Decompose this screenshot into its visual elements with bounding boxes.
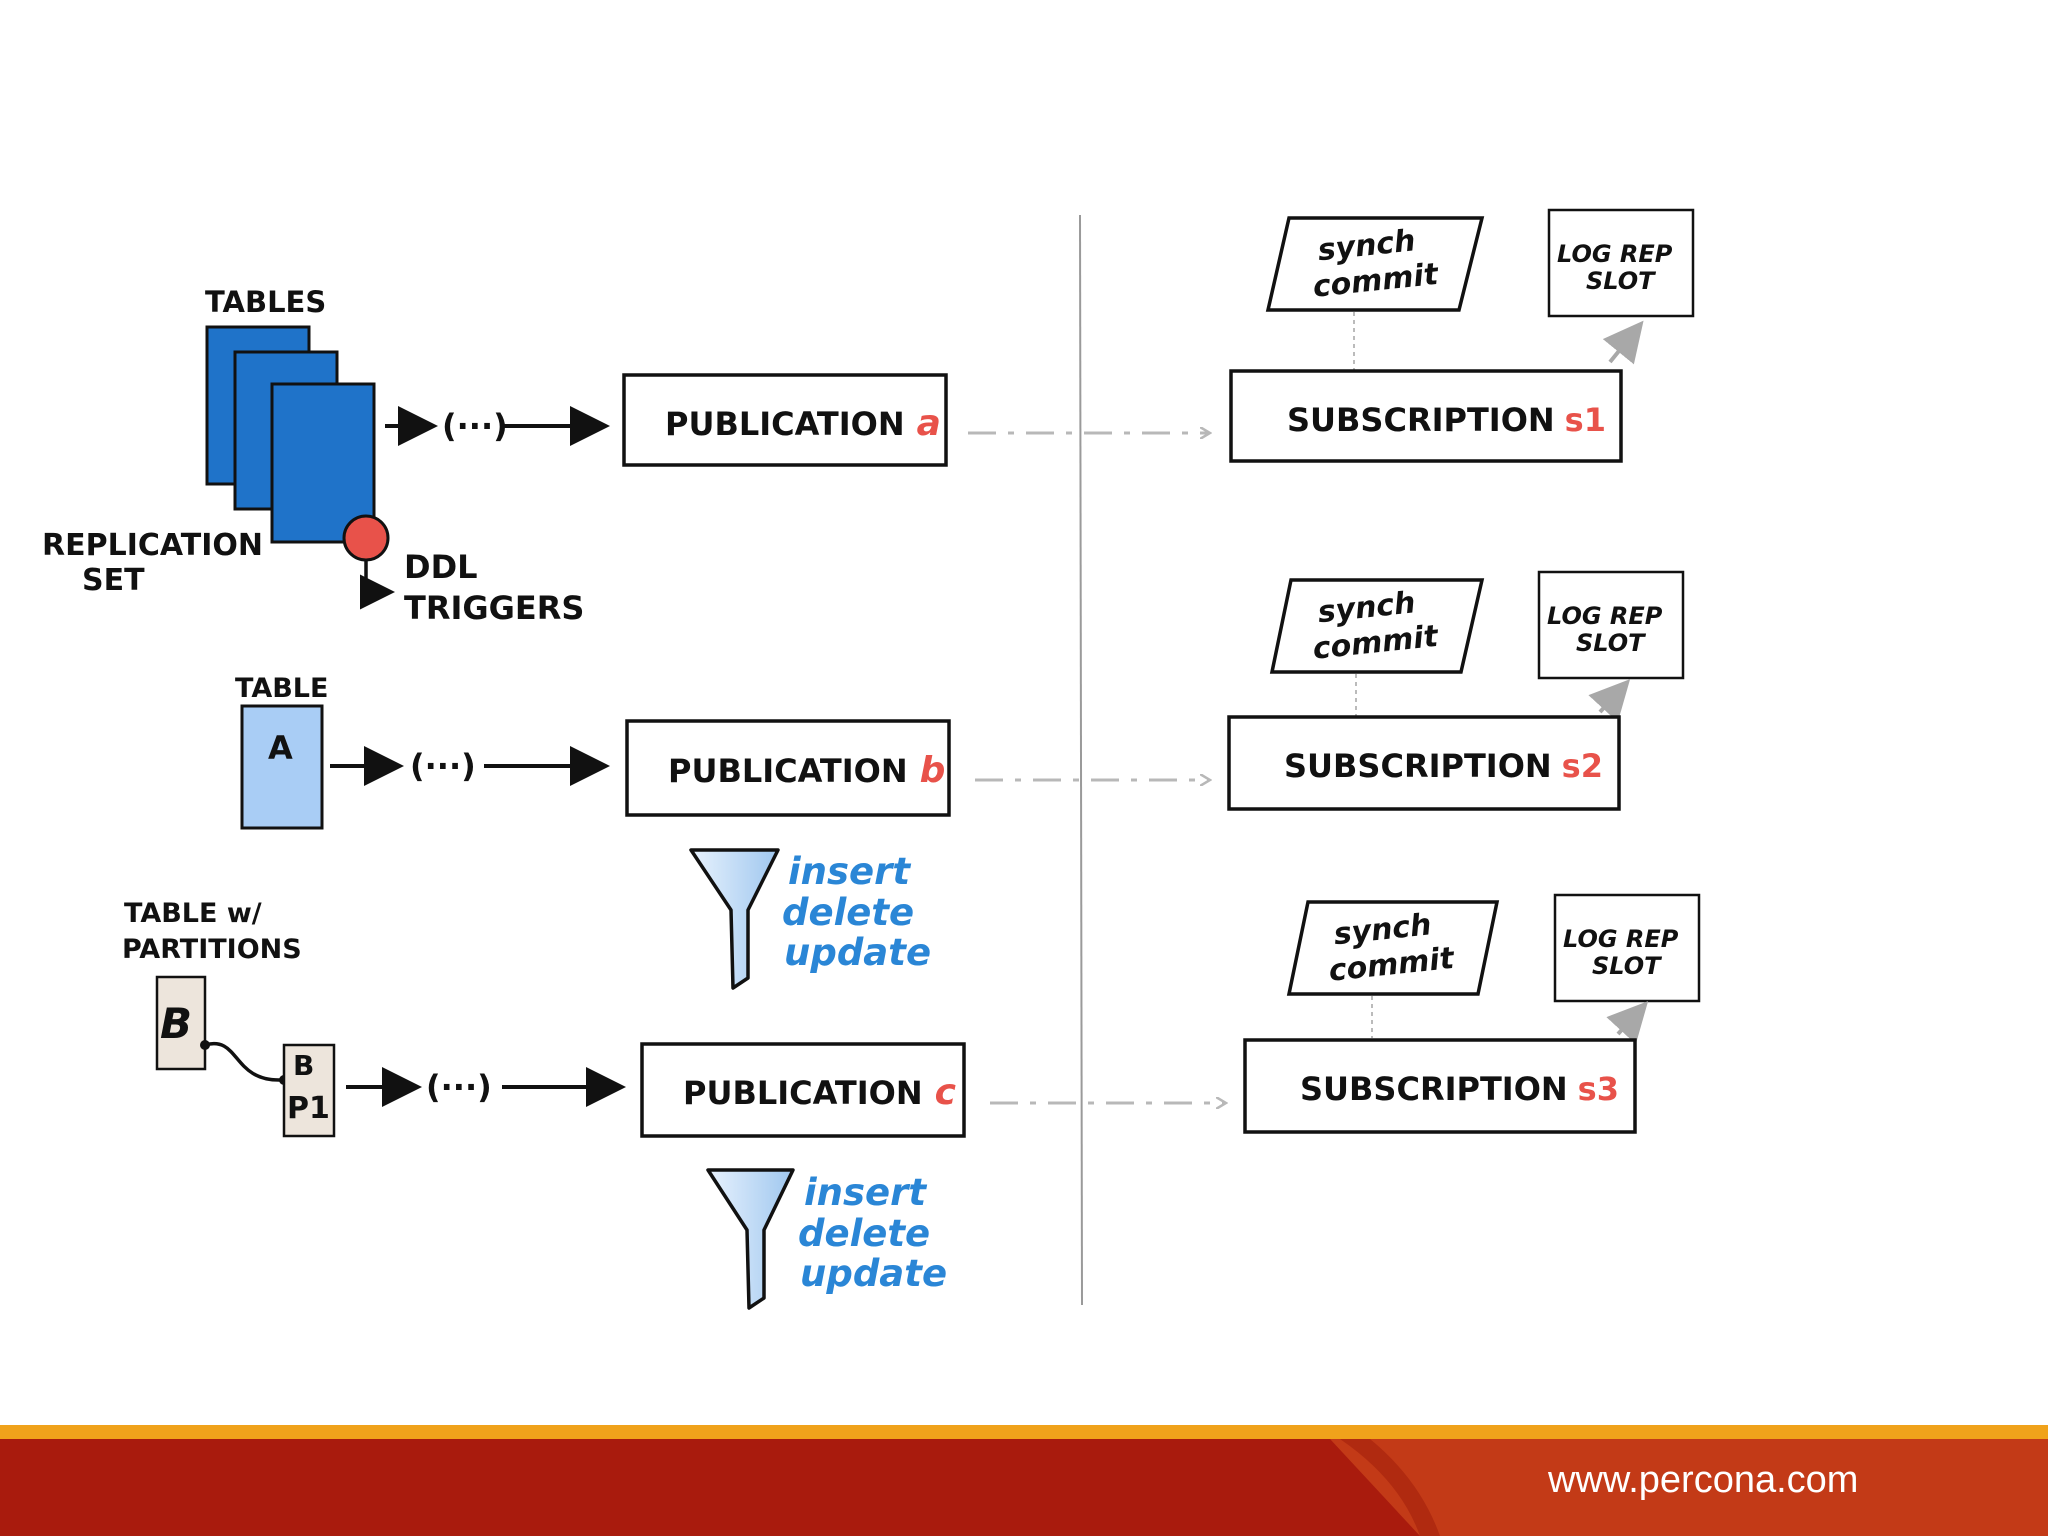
row1-ellipsis: (···) — [442, 407, 508, 445]
publication-c-box — [640, 1042, 966, 1138]
table-a-sheet — [240, 704, 324, 830]
ddl-label-1: DDL — [404, 548, 478, 586]
slot-label-2b: SLOT — [1576, 629, 1646, 657]
footer-accent — [1330, 1439, 2048, 1536]
filter-delete-b: delete — [782, 891, 914, 934]
partitions-label-2: PARTITIONS — [122, 934, 302, 965]
partitions-label-1: TABLE w/ — [124, 898, 262, 929]
filter-insert-b: insert — [788, 850, 911, 893]
partition-link — [204, 1041, 283, 1082]
partition-p1-sheet — [282, 1043, 336, 1138]
log-rep-slot-box-2 — [1537, 570, 1685, 680]
footer-url: www.percona.com — [1547, 1459, 1858, 1501]
log-rep-slot-box-3 — [1553, 893, 1701, 1003]
replication-set-label-2: SET — [82, 563, 145, 598]
partition-p1-label: P1 — [287, 1091, 330, 1126]
filter-update-b: update — [784, 931, 931, 974]
row3-ellipsis: (···) — [426, 1068, 492, 1106]
slot-label-1a: LOG REP — [1557, 240, 1673, 268]
table-b-label: B — [160, 999, 192, 1048]
slot-arrow-1 — [1602, 320, 1644, 365]
log-rep-slot-box-1 — [1547, 208, 1695, 318]
partition-b-label: B — [293, 1049, 314, 1082]
row2-ellipsis: (···) — [410, 747, 476, 785]
subscription-s1-box — [1229, 369, 1623, 463]
publication-b-box — [625, 719, 951, 817]
footer-orange-stripe — [0, 1425, 2048, 1439]
footer-accent-2 — [1340, 1439, 1440, 1536]
funnel-icon-c — [706, 1168, 795, 1310]
slot-label-3b: SLOT — [1592, 952, 1662, 980]
ddl-trigger-icon — [342, 514, 390, 562]
slot-arrow-2 — [1588, 679, 1631, 723]
publication-a-box — [622, 373, 948, 467]
table-b-sheet — [155, 975, 207, 1071]
synch-commit-box-1 — [1265, 216, 1485, 312]
ddl-label-2: TRIGGERS — [404, 589, 584, 627]
partition-link-dot-a — [200, 1040, 210, 1050]
tables-label: TABLES — [205, 285, 326, 319]
replication-set-label-1: REPLICATION — [42, 528, 263, 563]
filter-insert-c: insert — [804, 1171, 927, 1214]
ddl-trigger-arrow — [360, 560, 395, 610]
slot-label-2a: LOG REP — [1547, 602, 1663, 630]
subscription-s2-box — [1227, 715, 1621, 811]
divider-line — [1079, 214, 1083, 1306]
slot-label-3a: LOG REP — [1563, 925, 1679, 953]
filter-update-c: update — [800, 1252, 947, 1295]
synch-commit-box-2 — [1269, 578, 1485, 674]
slot-arrow-3 — [1606, 1001, 1649, 1045]
table-a-label: A — [268, 729, 293, 767]
table-sheet-3 — [270, 382, 376, 544]
funnel-icon-b — [689, 848, 780, 990]
synch-commit-box-3 — [1286, 900, 1500, 996]
subscription-s3-box — [1243, 1038, 1637, 1134]
filter-delete-c: delete — [798, 1212, 930, 1255]
table-label: TABLE — [235, 673, 328, 704]
slot-label-1b: SLOT — [1586, 267, 1656, 295]
